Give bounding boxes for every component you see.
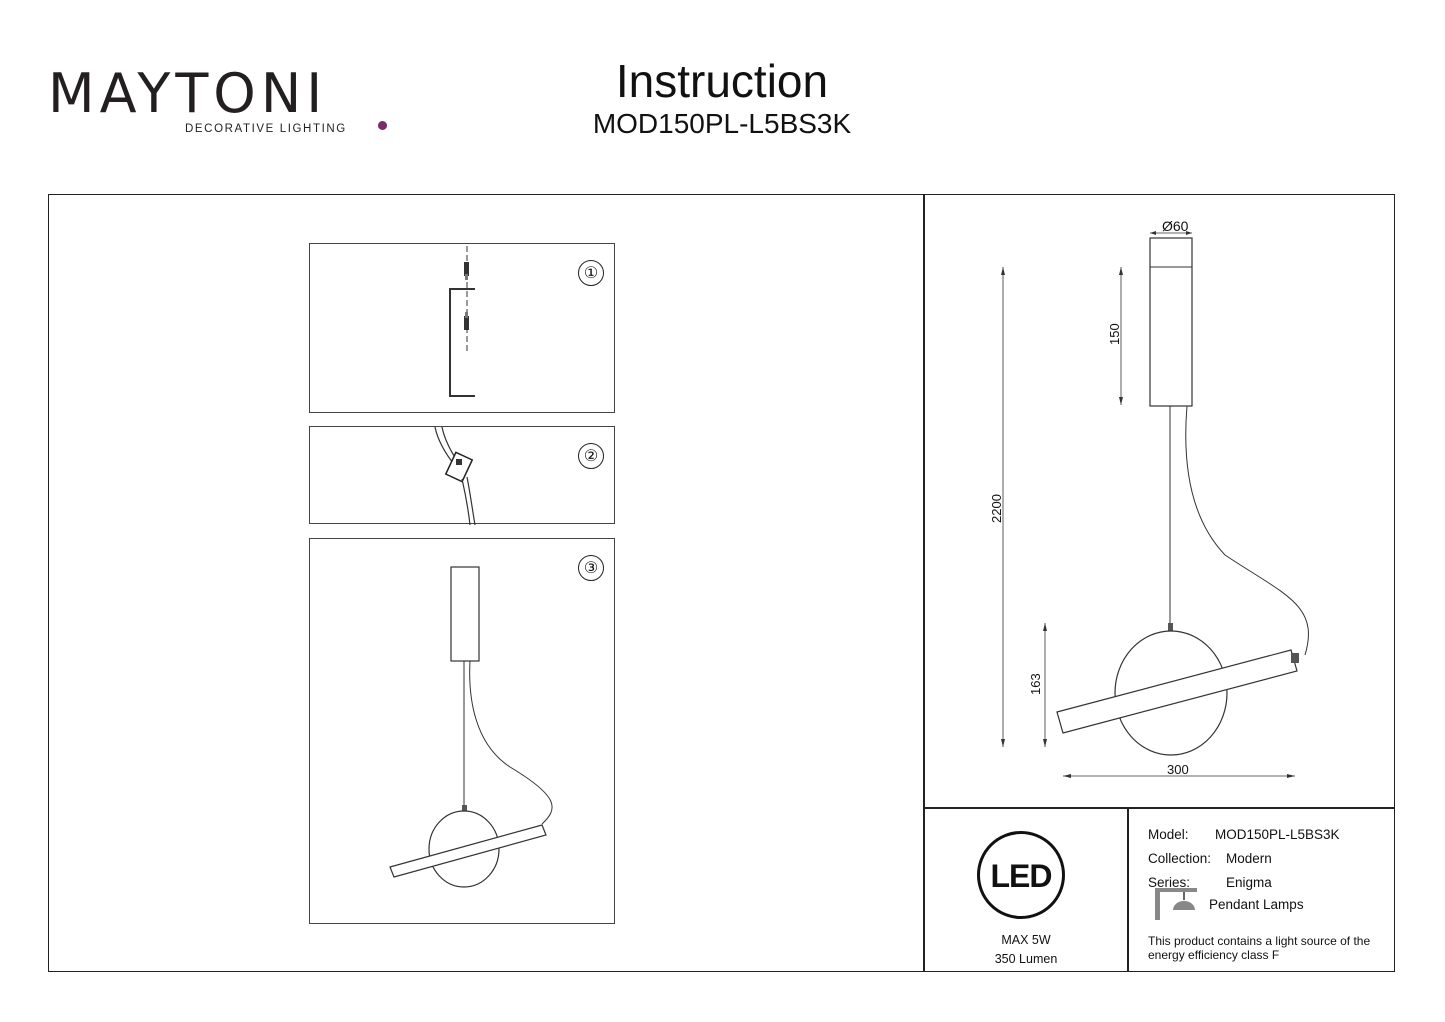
dimension-disc-height-label: 163 [1028, 673, 1043, 695]
step-3-number: ③ [578, 555, 604, 581]
frame-divider-vertical [923, 194, 925, 972]
step-1-number: ① [578, 260, 604, 286]
page-title: Instruction [615, 55, 829, 107]
frame-divider-horizontal [923, 807, 1395, 809]
led-power: MAX 5W [1001, 933, 1051, 947]
pendant-lamp-icon [1155, 888, 1197, 920]
technical-drawing [1001, 231, 1309, 778]
step-3-panel: ③ [309, 538, 615, 924]
pendant-lamp-drawing [389, 566, 553, 888]
brand-logo: MAYTONI DECORATIVE LIGHTING [48, 62, 387, 144]
step-2-panel: ② [309, 426, 615, 526]
bracket-mount-drawing [449, 246, 475, 397]
collection-label: Collection: [1148, 851, 1212, 866]
series-label: Series: [1148, 875, 1191, 890]
info-divider-vertical [1127, 807, 1129, 972]
brand-accent-dot [378, 121, 387, 130]
led-badge-label: LED [990, 858, 1053, 894]
led-badge: LED [977, 831, 1065, 919]
model-label: Model: [1148, 827, 1189, 842]
brand-tagline: DECORATIVE LIGHTING [185, 123, 347, 135]
series-value: Enigma [1226, 875, 1272, 890]
wire-connector-drawing [434, 426, 476, 526]
brand-wordmark: MAYTONI [48, 62, 328, 125]
category-label: Pendant Lamps [1209, 897, 1304, 912]
page-model-code: MOD150PL-L5BS3K [592, 108, 852, 139]
instruction-frame [48, 194, 1395, 972]
step-2-number: ② [578, 443, 604, 469]
model-value: MOD150PL-L5BS3K [1215, 827, 1340, 842]
collection-value: Modern [1226, 851, 1272, 866]
step-1-panel: ① [309, 243, 615, 413]
energy-efficiency-note: This product contains a light source of … [1148, 934, 1371, 962]
dimension-total-height-label: 2200 [989, 494, 1004, 523]
dimension-canopy-height-label: 150 [1107, 323, 1122, 345]
led-lumen: 350 Lumen [994, 952, 1058, 966]
dimension-width-label: 300 [1167, 762, 1189, 777]
dimension-diameter-label: Ø60 [1162, 218, 1189, 234]
